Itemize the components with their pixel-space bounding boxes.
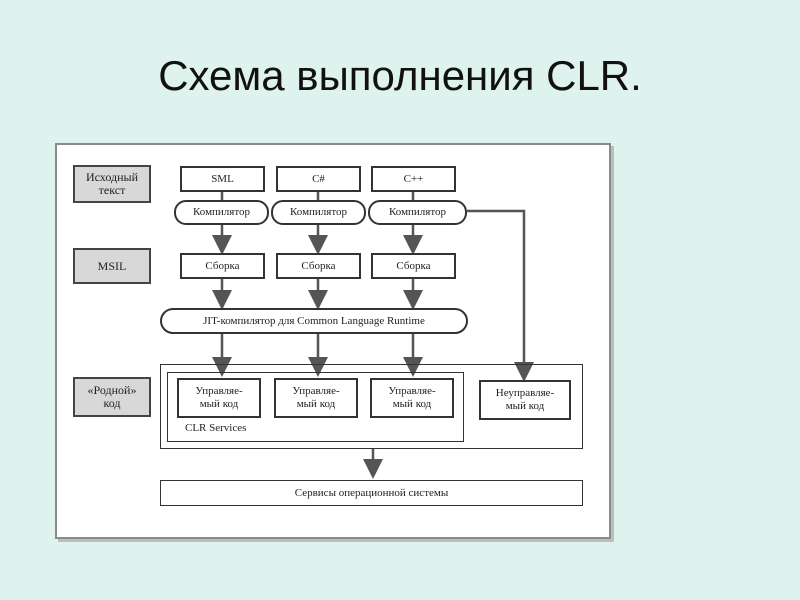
source-box-cpp: C++: [371, 166, 456, 192]
os-services-box: Сервисы операционной системы: [160, 480, 583, 506]
assembly-box-2: Сборка: [276, 253, 361, 279]
assembly-box-1: Сборка: [180, 253, 265, 279]
slide-title: Схема выполнения CLR.: [158, 52, 642, 99]
row-label-source: Исходный текст: [73, 165, 151, 203]
clr-services-area: [167, 372, 464, 442]
jit-compiler: JIT-компилятор для Common Language Runti…: [160, 308, 468, 334]
arrow-cpp-unmanaged: [467, 209, 534, 382]
managed-code-box-2: Управляе- мый код: [274, 378, 358, 418]
managed-code-box-1: Управляе- мый код: [177, 378, 261, 418]
assembly-box-3: Сборка: [371, 253, 456, 279]
clr-execution-diagram: Исходный текст MSIL «Родной» код SML C# …: [55, 143, 611, 539]
compiler-sml: Компилятор: [174, 200, 269, 225]
clr-services-label: CLR Services: [185, 422, 247, 434]
diagram-connectors: [212, 192, 534, 479]
source-box-sml: SML: [180, 166, 265, 192]
managed-code-box-3: Управляе- мый код: [370, 378, 454, 418]
row-label-native: «Родной» код: [73, 377, 151, 417]
native-code-area: [160, 364, 583, 449]
source-box-csharp: C#: [276, 166, 361, 192]
row-label-msil: MSIL: [73, 248, 151, 284]
unmanaged-code-box: Неуправляе- мый код: [479, 380, 571, 420]
compiler-csharp: Компилятор: [271, 200, 366, 225]
compiler-cpp: Компилятор: [368, 200, 467, 225]
